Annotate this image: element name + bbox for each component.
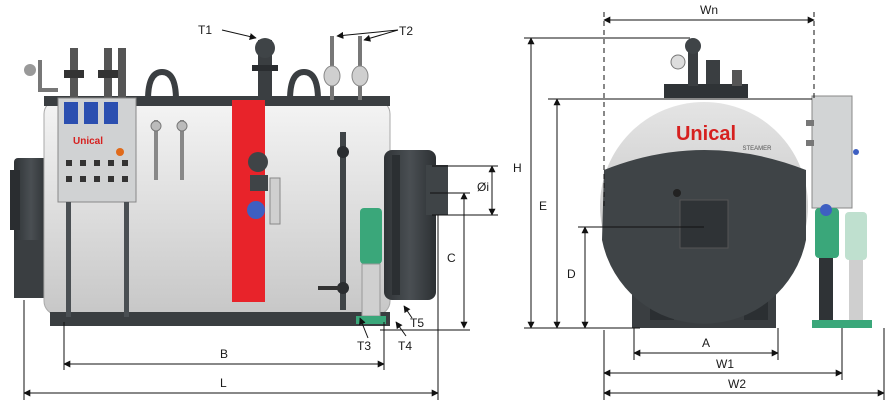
callout-t5: T5	[410, 316, 424, 330]
front-brand-subtitle: STEAMER	[742, 146, 772, 152]
top-valve-assembly	[664, 38, 748, 98]
dimension-b-label: B	[220, 347, 228, 361]
callout-t2: T2	[399, 24, 413, 38]
callout-t3: T3	[357, 339, 371, 353]
level-gauges	[150, 120, 188, 180]
dimension-oi-label: Øi	[477, 180, 489, 194]
dimension-a-label: A	[702, 336, 710, 350]
dimension-w1-label: W1	[716, 357, 734, 371]
feed-line	[318, 132, 349, 310]
dimension-e-label: E	[539, 199, 547, 213]
front-brand-label: Unical	[676, 123, 736, 145]
dimension-l-label: L	[220, 376, 227, 390]
panel-brand-label: Unical	[73, 136, 103, 147]
side-view: Unical	[10, 23, 498, 400]
front-dimension-lines	[524, 12, 885, 400]
dimension-h-label: H	[513, 161, 522, 175]
control-panel: Unical	[57, 97, 137, 317]
side-dimension-lines	[23, 29, 498, 400]
rear-door	[10, 158, 48, 298]
feed-pump	[356, 208, 386, 324]
dimension-wn-label: Wn	[700, 3, 718, 17]
top-fittings	[24, 36, 369, 101]
front-pumps	[812, 204, 872, 328]
side-control-panel	[806, 95, 859, 209]
level-control	[247, 152, 281, 225]
dimension-c-label: C	[447, 251, 456, 265]
front-view: Unical STEAMER	[513, 3, 885, 400]
dimension-w2-label: W2	[728, 377, 746, 391]
front-door	[384, 150, 448, 300]
manhole	[679, 199, 729, 249]
dimension-d-label: D	[567, 267, 576, 281]
callout-t4: T4	[398, 339, 412, 353]
callout-t1: T1	[198, 23, 212, 37]
red-band	[232, 100, 265, 302]
